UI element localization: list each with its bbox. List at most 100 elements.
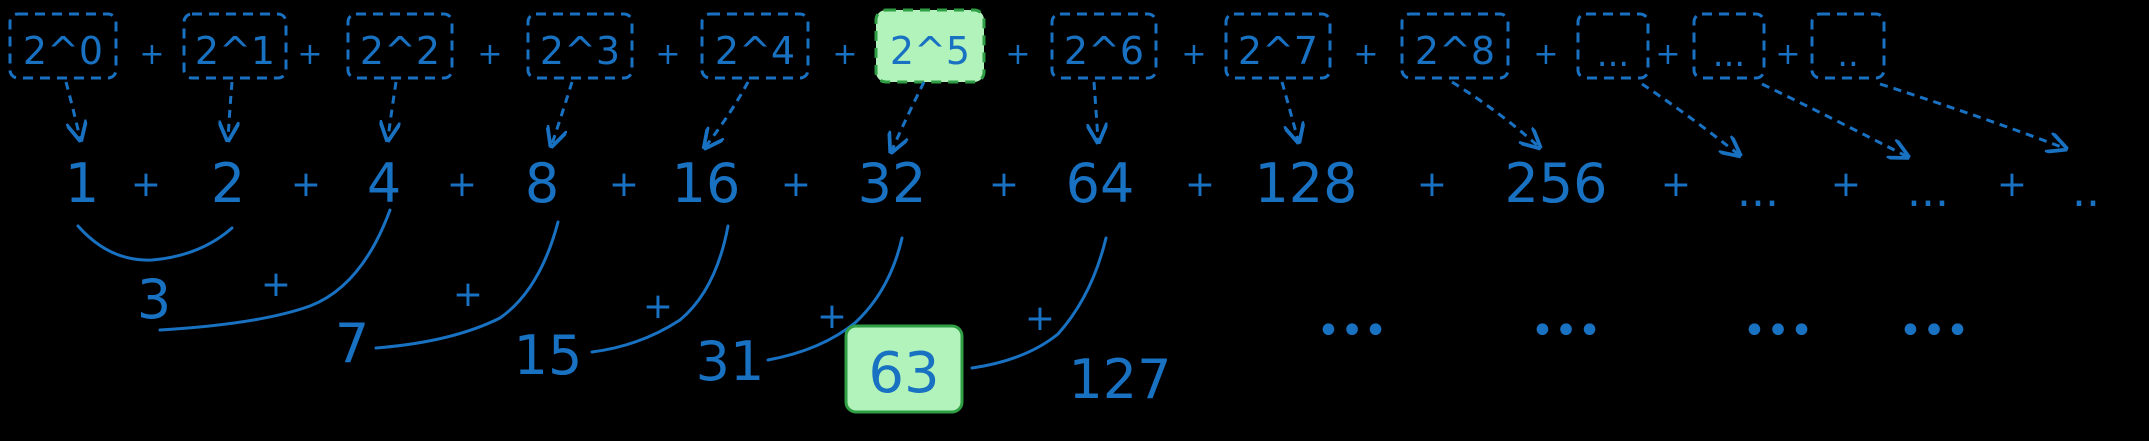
value-label: 8 [525,152,559,215]
power-label: 2^8 [1415,29,1495,73]
value-label: 16 [672,152,741,215]
value-label: 1 [65,152,99,215]
power-box-8: 2^8 [1400,12,1510,80]
plus-sign: + [1025,298,1055,339]
plus-sign: + [1655,37,1680,72]
arrow [892,81,926,150]
power-label: 2^1 [195,29,275,73]
power-label: 2^0 [23,29,103,73]
power-label: 2^4 [715,29,795,73]
plus-sign: + [832,37,857,72]
arrow [388,81,396,138]
value-label: ... [1737,166,1779,217]
plus-sign: + [1533,37,1558,72]
plus-sign: + [1661,164,1691,205]
plus-sign: + [643,286,673,327]
plus-sign: + [1181,37,1206,72]
power-box-3: 2^3 [526,12,634,80]
power-label: 2^3 [540,29,620,73]
value-label: 4 [367,152,401,215]
power-label: .. [1837,35,1859,75]
power-box-0: 2^0 [8,12,118,80]
partial-sum: 3 [137,268,171,331]
plus-sign: + [1831,164,1861,205]
connector [590,224,730,354]
ellipsis: ••• [1899,308,1970,354]
plus-sign: + [1005,37,1030,72]
plus-sign: + [1185,164,1215,205]
value-label: 2 [211,152,245,215]
connector [158,208,392,332]
power-label: 2^6 [1064,29,1144,73]
value-label: 256 [1504,152,1607,215]
power-box-11: .. [1810,12,1886,80]
ellipsis: ••• [1531,308,1602,354]
partial-sum: 7 [335,312,369,375]
power-box-1: 2^1 [182,12,288,80]
arrow [64,81,80,138]
plus-sign: + [817,296,847,337]
partial-sum: 127 [1068,348,1171,411]
plus-sign: + [1417,164,1447,205]
plus-sign: + [447,164,477,205]
power-box-7: 2^7 [1224,12,1332,80]
plus-sign: + [781,164,811,205]
plus-sign: + [989,164,1019,205]
plus-sign: + [1997,164,2027,205]
arrow [228,81,232,138]
power-box-10: ... [1692,12,1766,80]
power-label: ... [1597,35,1629,75]
power-box-4: 2^4 [700,12,810,80]
arrow [1641,82,1738,154]
power-label: 2^5 [890,29,970,73]
plus-sign: + [139,37,164,72]
arrow [552,81,574,144]
plus-sign: + [297,37,322,72]
arrow [1761,82,1906,156]
partial-sum: 63 [868,341,939,406]
plus-sign: + [261,264,291,305]
plus-sign: + [1353,37,1378,72]
powers-row: 2^0 + 2^1 + 2^2 + 2^3 + 2^4 + 2^5 + [8,8,1886,84]
plus-sign: + [1775,37,1800,72]
connector [766,236,904,362]
value-label: 64 [1066,152,1135,215]
highlighted-sum: 63 [844,324,964,414]
plus-sign: + [609,164,639,205]
power-label: 2^2 [360,29,440,73]
power-box-6: 2^6 [1050,12,1158,80]
power-label: 2^7 [1238,29,1318,73]
plus-sign: + [477,37,502,72]
plus-sign: + [291,164,321,205]
value-label: ... [1907,166,1949,217]
sum-connectors [76,208,1108,370]
connector [970,236,1108,370]
value-label: .. [2072,166,2100,217]
arrow [706,81,750,146]
plus-sign: + [131,164,161,205]
power-box-2: 2^2 [346,12,454,80]
partial-sums-row: 3 + 7 + 15 + 31 + 63 + 127 [137,264,1172,414]
power-to-value-arrows [64,80,2064,156]
connector [374,220,560,350]
power-box-9: ... [1576,12,1650,80]
power-box-5-highlighted: 2^5 [874,8,986,84]
trailing-dots: ••• ••• ••• ••• [1317,308,1970,354]
plus-sign: + [655,37,680,72]
ellipsis: ••• [1317,308,1388,354]
values-row: 1 + 2 + 4 + 8 + 16 + 32 + 64 + 128 + 256… [65,152,2100,217]
value-label: 128 [1254,152,1357,215]
power-label: ... [1713,35,1745,75]
partial-sum: 31 [696,330,765,393]
ellipsis: ••• [1743,308,1814,354]
value-label: 32 [858,152,927,215]
arrow [1280,81,1298,140]
arrow [1451,80,1538,146]
partial-sum: 15 [514,324,583,387]
connector [76,224,234,262]
plus-sign: + [453,274,483,315]
arrow [1879,82,2064,148]
arrow [1094,81,1098,140]
